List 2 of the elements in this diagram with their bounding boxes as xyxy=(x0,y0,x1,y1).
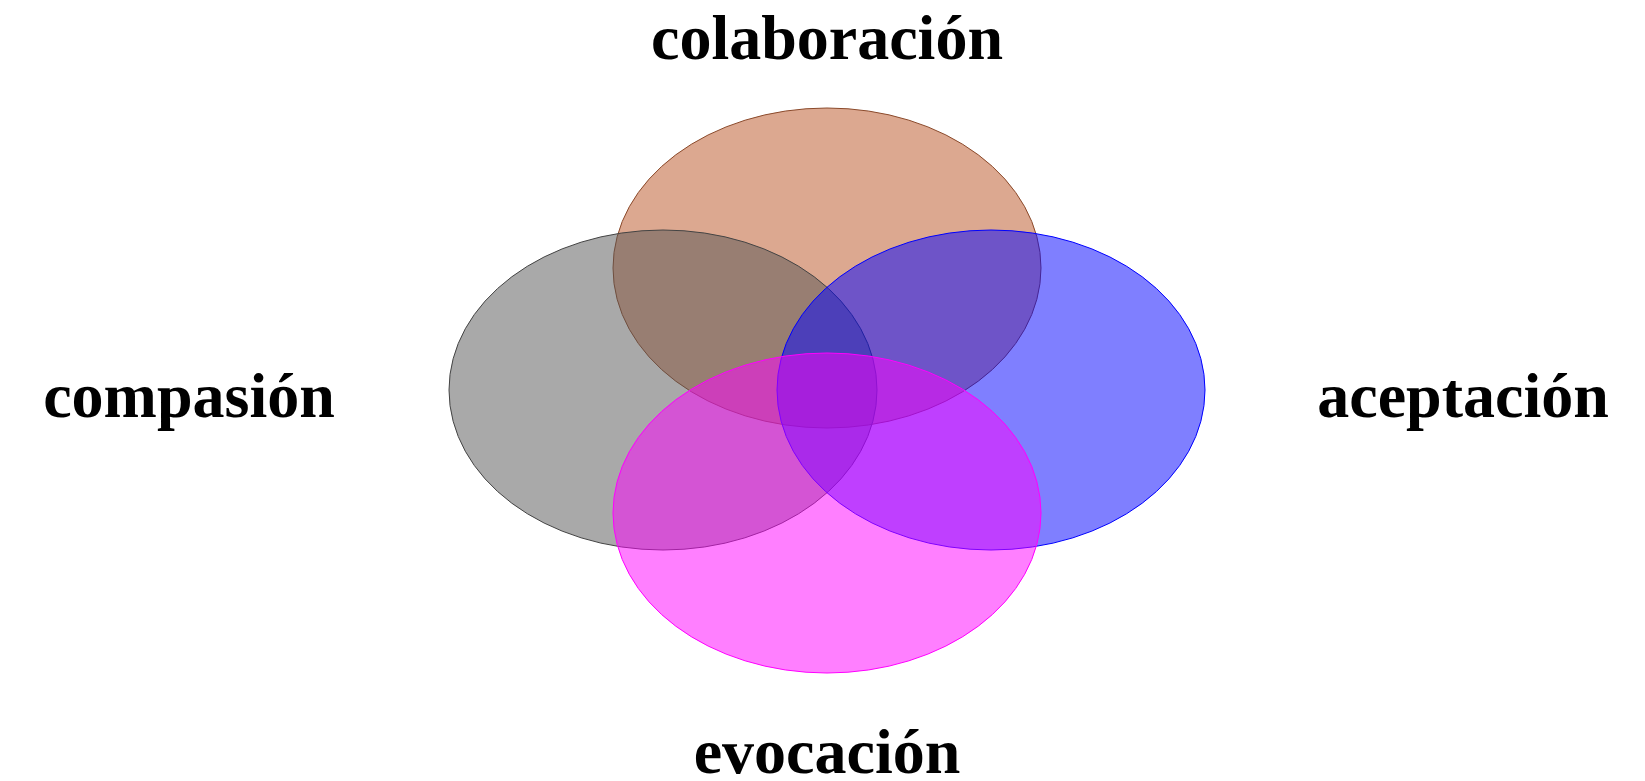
set-label: evocación xyxy=(693,720,961,781)
set-label: colaboración xyxy=(651,6,1003,70)
